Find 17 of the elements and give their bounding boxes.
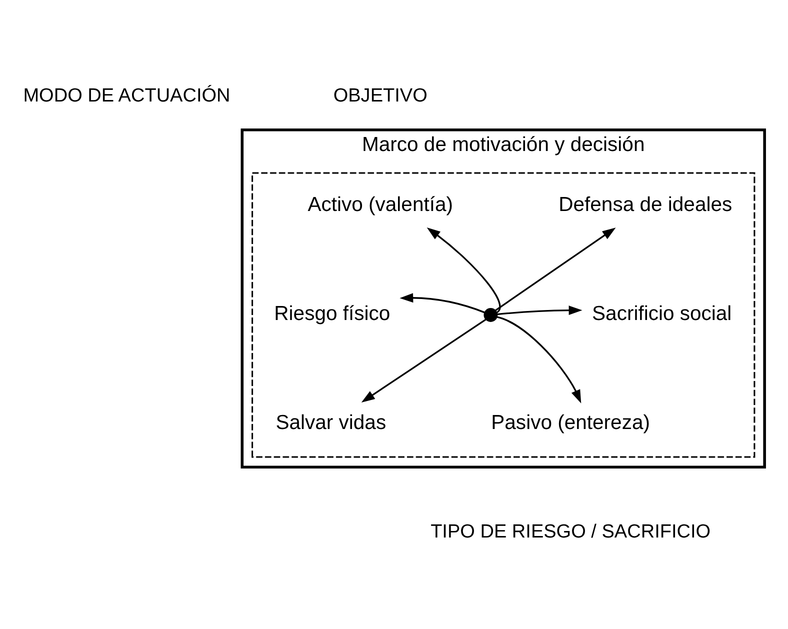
- label: OBJETIVO: [333, 84, 428, 106]
- arrow: [496, 305, 582, 315]
- node-text: Activo (valentía): [308, 193, 454, 216]
- arrow: [400, 292, 486, 313]
- arrow: [496, 316, 582, 403]
- node-text: Sacrificio social: [592, 302, 732, 324]
- node-text: Riesgo físico: [274, 302, 390, 324]
- node-text: Salvar vidas: [276, 411, 386, 434]
- arrow: [426, 227, 501, 313]
- arrow: [495, 227, 616, 311]
- node-text: Pasivo (entereza): [491, 411, 650, 434]
- label: TIPO DE RIESGO / SACRIFICIO: [430, 521, 711, 542]
- node-circle: [484, 308, 498, 322]
- node-text: Defensa de ideales: [558, 193, 732, 216]
- cluster: [252, 172, 756, 458]
- label: MODO DE ACTUACIÓN: [23, 84, 230, 106]
- arrow: [361, 318, 486, 402]
